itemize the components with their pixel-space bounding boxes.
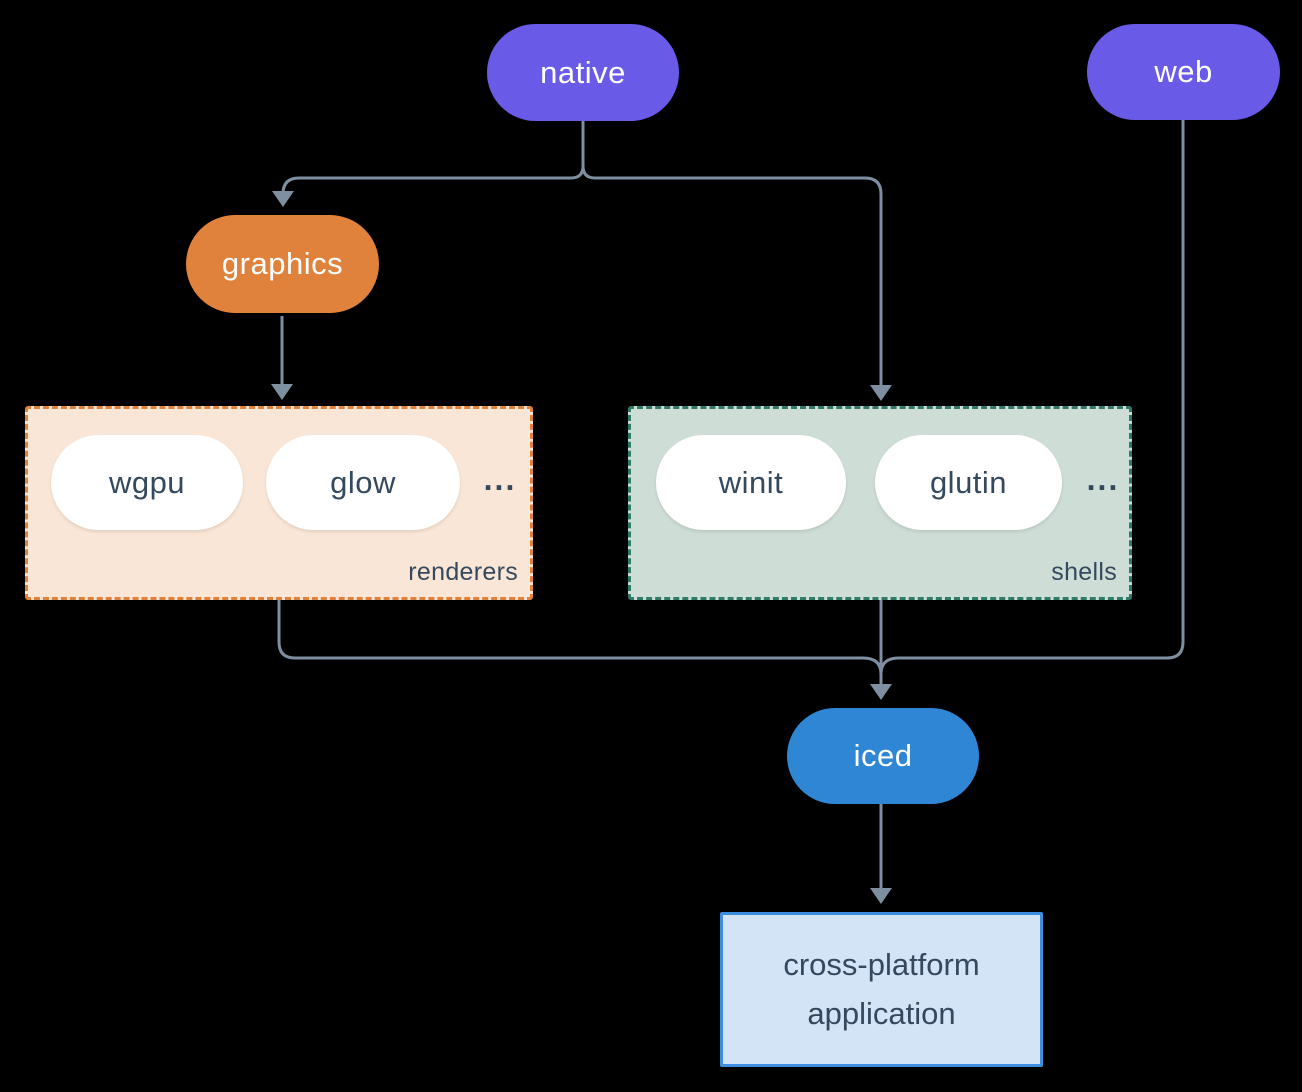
node-glutin: glutin <box>875 435 1062 530</box>
group-shells: winit glutin ... shells <box>628 406 1132 600</box>
arrowhead-into-graphics <box>272 191 294 207</box>
node-glow-label: glow <box>330 464 396 500</box>
node-glutin-label: glutin <box>929 464 1008 500</box>
arrowhead-into-shells <box>870 385 892 401</box>
node-native: native <box>487 24 679 121</box>
node-cross-platform-application-label: cross-platform application <box>783 947 980 1031</box>
arrowhead-into-iced <box>870 684 892 700</box>
renderers-ellipsis: ... <box>483 461 517 497</box>
edge-native-to-shells <box>581 121 883 386</box>
node-iced-label: iced <box>853 738 913 773</box>
group-renderers: wgpu glow ... renderers <box>25 406 533 600</box>
node-winit-label: winit <box>718 464 784 500</box>
edge-web-to-iced <box>879 120 1185 675</box>
node-graphics: graphics <box>186 215 379 313</box>
edge-native-to-graphics <box>281 121 585 195</box>
node-wgpu-label: wgpu <box>108 464 186 500</box>
arrowhead-into-renderers <box>271 384 293 400</box>
node-winit: winit <box>656 435 846 530</box>
group-shells-label: shells <box>1051 558 1117 586</box>
arrowhead-into-app <box>870 888 892 904</box>
node-web: web <box>1087 24 1280 120</box>
node-native-label: native <box>540 54 626 90</box>
node-graphics-label: graphics <box>221 246 344 281</box>
node-iced: iced <box>787 708 979 804</box>
shells-ellipsis: ... <box>1086 461 1120 497</box>
node-wgpu: wgpu <box>51 435 243 530</box>
node-web-label: web <box>1154 54 1213 89</box>
group-renderers-label: renderers <box>408 558 518 586</box>
edge-renderers-to-iced <box>277 600 883 675</box>
node-cross-platform-application: cross-platform application <box>720 912 1043 1067</box>
node-glow: glow <box>266 435 460 530</box>
